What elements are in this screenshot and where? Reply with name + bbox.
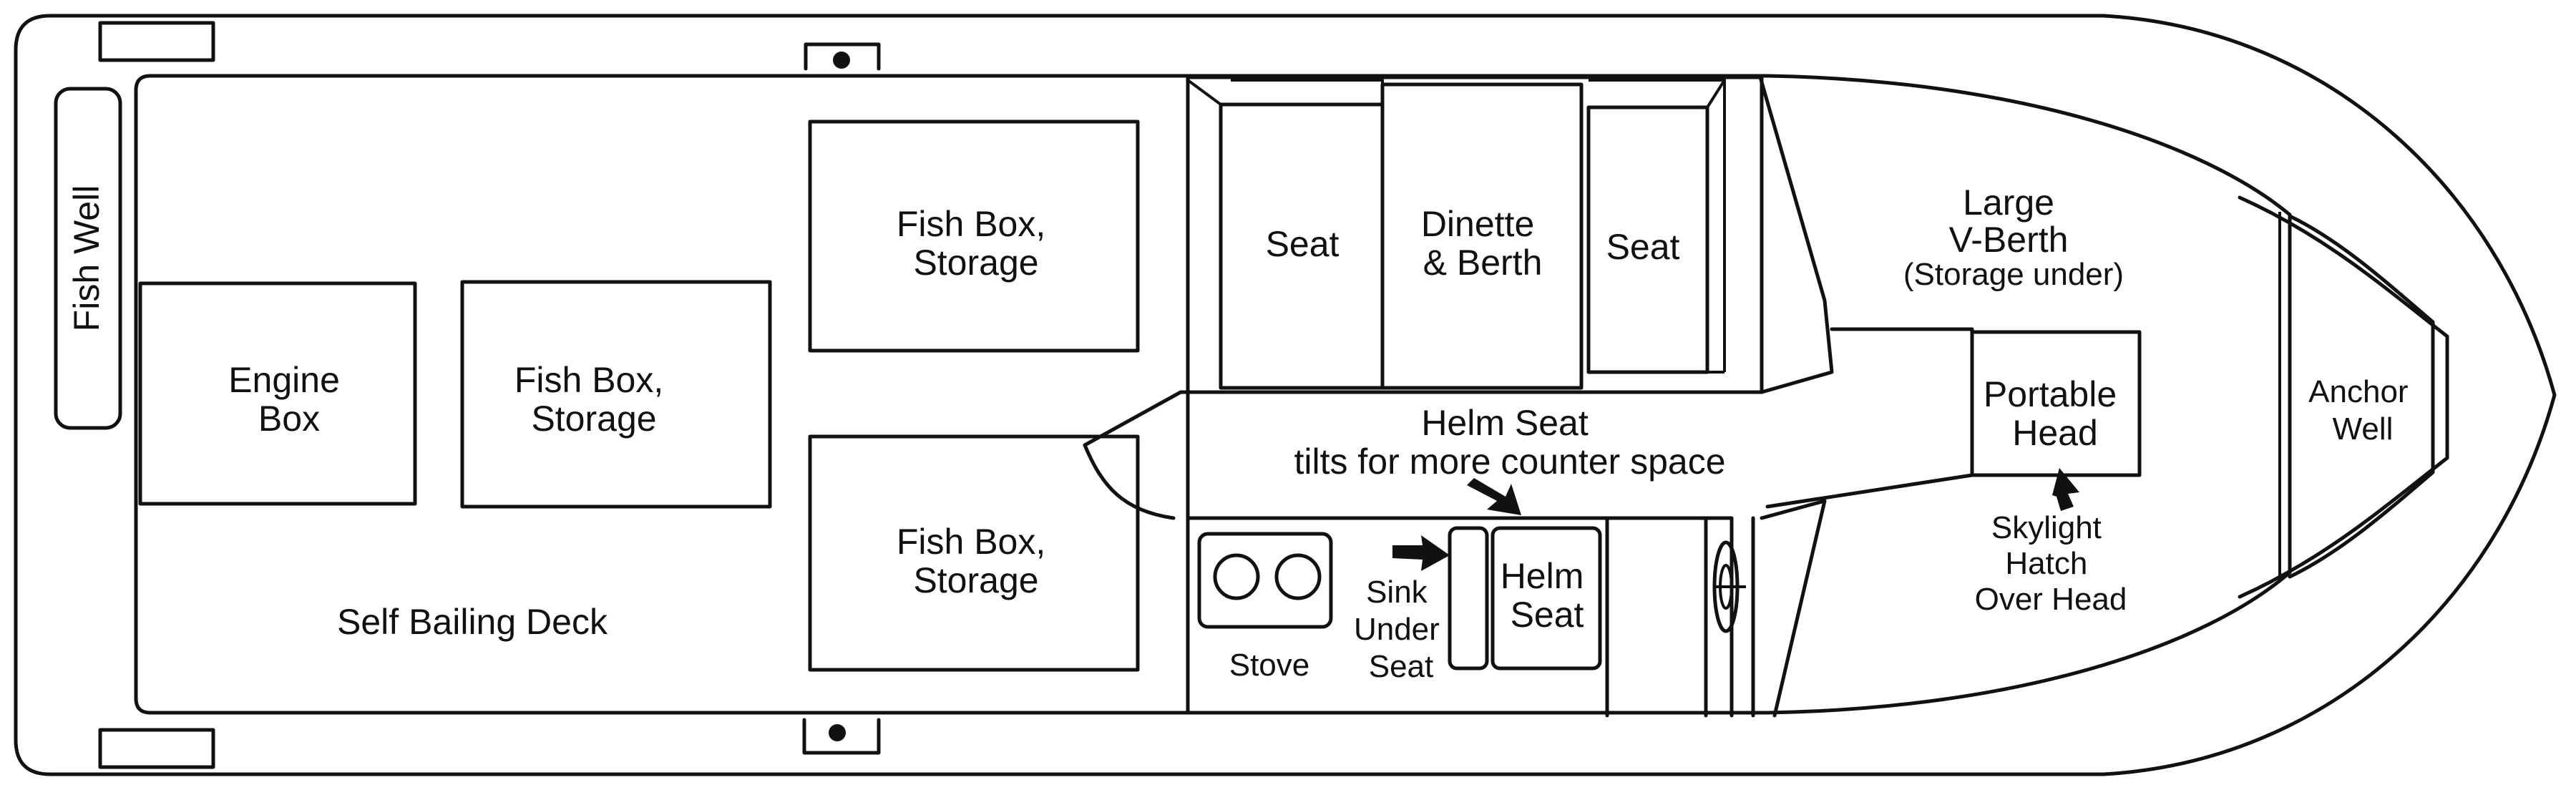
sink-label: Sink Under Seat bbox=[1354, 575, 1448, 684]
stove-burner-right bbox=[1274, 553, 1322, 600]
helm-seat-back bbox=[1448, 526, 1489, 670]
self-bailing-deck-label: Self Bailing Deck bbox=[337, 602, 608, 642]
seat-right-back bbox=[1589, 79, 1726, 374]
engine-box bbox=[138, 281, 417, 506]
helm-seat bbox=[1491, 526, 1602, 670]
fish-box-bottom bbox=[808, 434, 1140, 672]
v-berth-head-wall bbox=[1765, 327, 1974, 509]
anchor-well-label: Anchor Well bbox=[2308, 374, 2417, 447]
portable-head bbox=[1970, 330, 2142, 477]
midship-cleat-bottom-dot bbox=[829, 724, 846, 741]
dinette-label: Dinette & Berth bbox=[1421, 204, 1544, 283]
skylight-label: Skylight Hatch Over Head bbox=[1975, 510, 2127, 617]
engine-box-label: Engine Box bbox=[228, 360, 350, 439]
fish-well-label: Fish Well bbox=[67, 185, 107, 332]
seat-left-label: Seat bbox=[1266, 224, 1340, 264]
helm-seat-label: Helm Seat bbox=[1501, 556, 1594, 635]
helm-note-arrow bbox=[1467, 478, 1521, 515]
helm-seat-note: Helm Seat tilts for more counter space bbox=[1294, 403, 1725, 482]
fish-well bbox=[54, 87, 122, 430]
helm-console bbox=[1704, 516, 1755, 718]
stern-cleat-bottom bbox=[98, 728, 215, 769]
seat-right-label: Seat bbox=[1606, 227, 1680, 267]
aisle-entry bbox=[1083, 443, 1176, 520]
galley-area bbox=[1186, 516, 1734, 718]
dinette-berth bbox=[1380, 82, 1584, 390]
aisle-top bbox=[1083, 390, 1764, 447]
fish-box-top-label: Fish Box, Storage bbox=[897, 204, 1055, 283]
stove bbox=[1197, 532, 1333, 629]
midship-cleat-top bbox=[804, 42, 881, 71]
sink-arrow bbox=[1392, 535, 1450, 571]
seat-left-back bbox=[1186, 79, 1384, 106]
hull-outline bbox=[14, 14, 2557, 776]
v-berth-wall bbox=[1758, 75, 1834, 718]
anchor-well bbox=[2288, 214, 2435, 579]
stove-label: Stove bbox=[1229, 648, 1310, 683]
anchor-well-outer bbox=[2238, 195, 2449, 599]
portable-head-label: Portable Head bbox=[1984, 374, 2127, 453]
midship-cleat-top-dot bbox=[833, 52, 850, 69]
inner-gunwale bbox=[134, 74, 2292, 715]
fish-box-bottom-label: Fish Box, Storage bbox=[897, 522, 1055, 600]
stove-burner-left bbox=[1213, 553, 1260, 600]
fish-box-left bbox=[460, 280, 772, 509]
skylight-arrow bbox=[2052, 468, 2079, 511]
v-berth-label: Large V-Berth (Storage under) bbox=[1903, 182, 2124, 292]
fish-box-left-label: Fish Box, Storage bbox=[514, 360, 673, 439]
fish-box-top bbox=[808, 120, 1140, 353]
midship-cleat-bottom bbox=[802, 718, 881, 755]
stern-cleat-top bbox=[98, 21, 215, 62]
